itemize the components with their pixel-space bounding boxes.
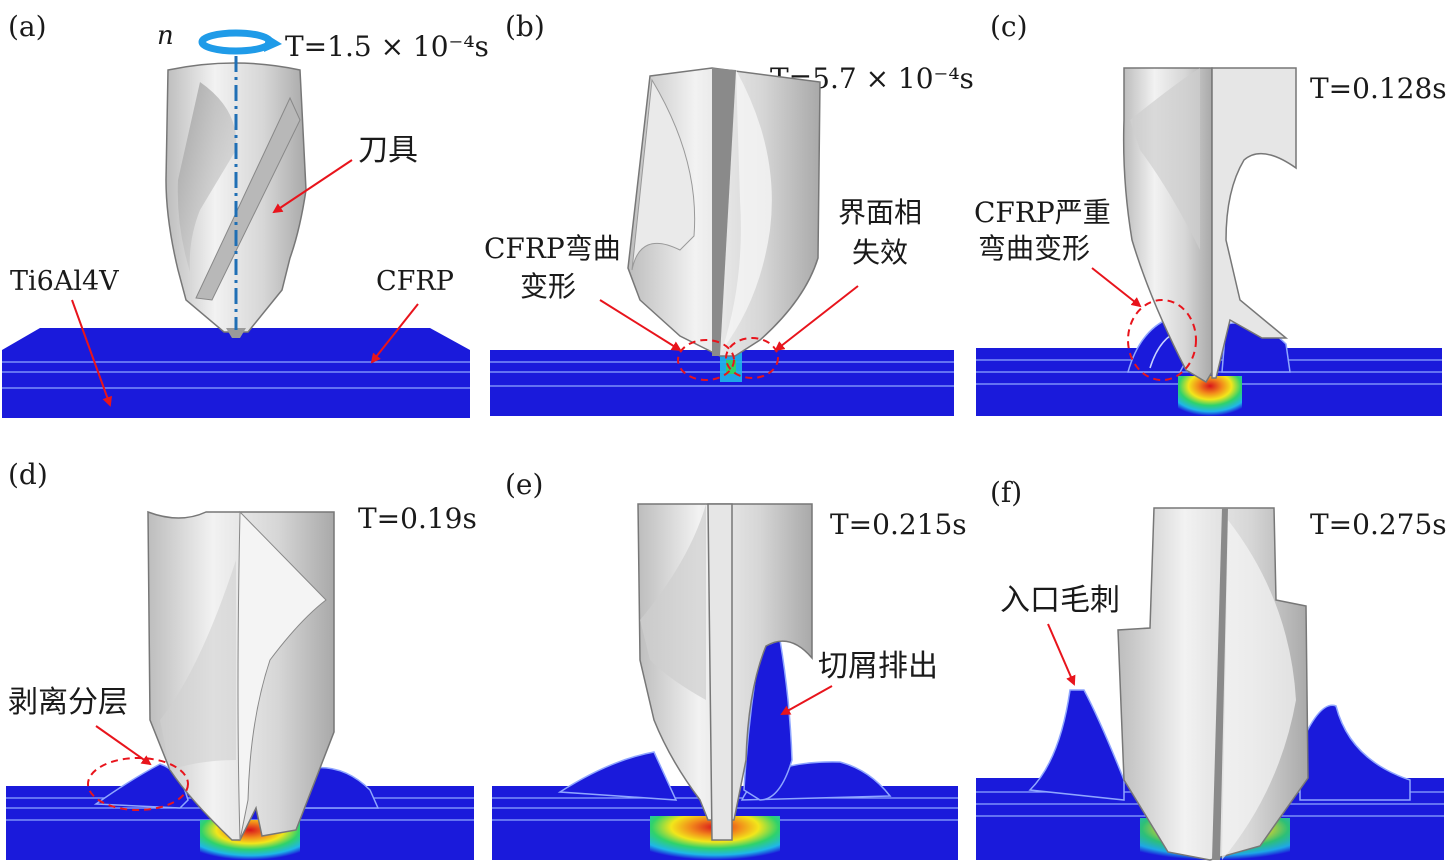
panel-f: (f) T=0.275s 入口毛刺	[976, 476, 1447, 861]
panel-b-label-4: 失效	[852, 236, 908, 269]
panel-c-label-2: 弯曲变形	[978, 232, 1090, 265]
panel-b: (b) T=5.7 × 10⁻⁴s CFRP弯曲 变形 界面相 失效	[484, 10, 974, 416]
panel-c-letter: (c)	[990, 10, 1028, 43]
rotation-arrow-icon	[198, 29, 282, 55]
panel-f-letter: (f)	[990, 476, 1022, 509]
panel-a-letter: (a)	[8, 10, 47, 43]
panel-c-label-1: CFRP严重	[974, 196, 1111, 229]
panel-c-circle	[1127, 299, 1197, 381]
panel-e: (e) T=0.215s 切屑排出	[492, 468, 967, 860]
panel-b-circle-left	[677, 339, 735, 381]
panel-b-label-1: CFRP弯曲	[484, 232, 621, 265]
panel-d-arrow	[95, 725, 152, 766]
panel-b-tool	[627, 67, 821, 357]
panel-a-label-cfrp: CFRP	[376, 266, 454, 297]
panel-d-label: 剥离分层	[8, 685, 128, 720]
panel-b-label-2: 变形	[520, 270, 576, 303]
panel-c: (c) T=0.128s CFRP严重 弯曲变形	[974, 10, 1447, 416]
panel-a-arrow-ti	[71, 299, 112, 407]
panel-b-arrow-right	[774, 285, 859, 352]
panel-d: (d) T=0.19s 剥离分层	[6, 458, 477, 860]
panel-b-arrow-left	[599, 299, 682, 352]
panel-f-time: T=0.275s	[1310, 508, 1447, 541]
panel-a: (a) n T=1.5 × 10⁻⁴s 刀具 Ti6Al4V CFRP	[2, 10, 489, 418]
panel-e-arrow	[780, 685, 833, 715]
panel-a-arrow-tool	[272, 159, 353, 214]
panel-d-tool	[147, 510, 335, 841]
panel-b-letter: (b)	[505, 10, 545, 43]
panel-d-letter: (d)	[8, 458, 48, 491]
panel-c-time: T=0.128s	[1310, 72, 1447, 105]
panel-b-workpiece	[490, 350, 954, 416]
panel-a-label-tool: 刀具	[358, 133, 418, 168]
panel-a-tool	[165, 62, 307, 338]
panel-a-time: T=1.5 × 10⁻⁴s	[285, 30, 489, 63]
panel-e-time: T=0.215s	[830, 508, 967, 541]
panel-b-label-3: 界面相	[838, 196, 922, 229]
panel-c-arrow	[1091, 267, 1142, 308]
panel-d-circle	[87, 757, 189, 811]
panel-f-tool	[1117, 507, 1309, 861]
panel-d-time: T=0.19s	[358, 502, 477, 535]
panel-c-tool	[1122, 67, 1297, 384]
panel-a-arrow-cfrp	[370, 303, 419, 364]
panel-e-tool	[637, 503, 813, 841]
panel-a-label-ti: Ti6Al4V	[10, 266, 119, 297]
panel-b-circle-right	[725, 337, 779, 379]
panel-f-label: 入口毛刺	[1000, 583, 1120, 618]
panel-e-label: 切屑排出	[818, 649, 938, 684]
panel-a-rotation-label: n	[157, 21, 174, 51]
panel-a-workpiece	[2, 328, 470, 418]
panel-f-arrow	[1047, 623, 1076, 686]
panel-e-letter: (e)	[505, 468, 543, 501]
